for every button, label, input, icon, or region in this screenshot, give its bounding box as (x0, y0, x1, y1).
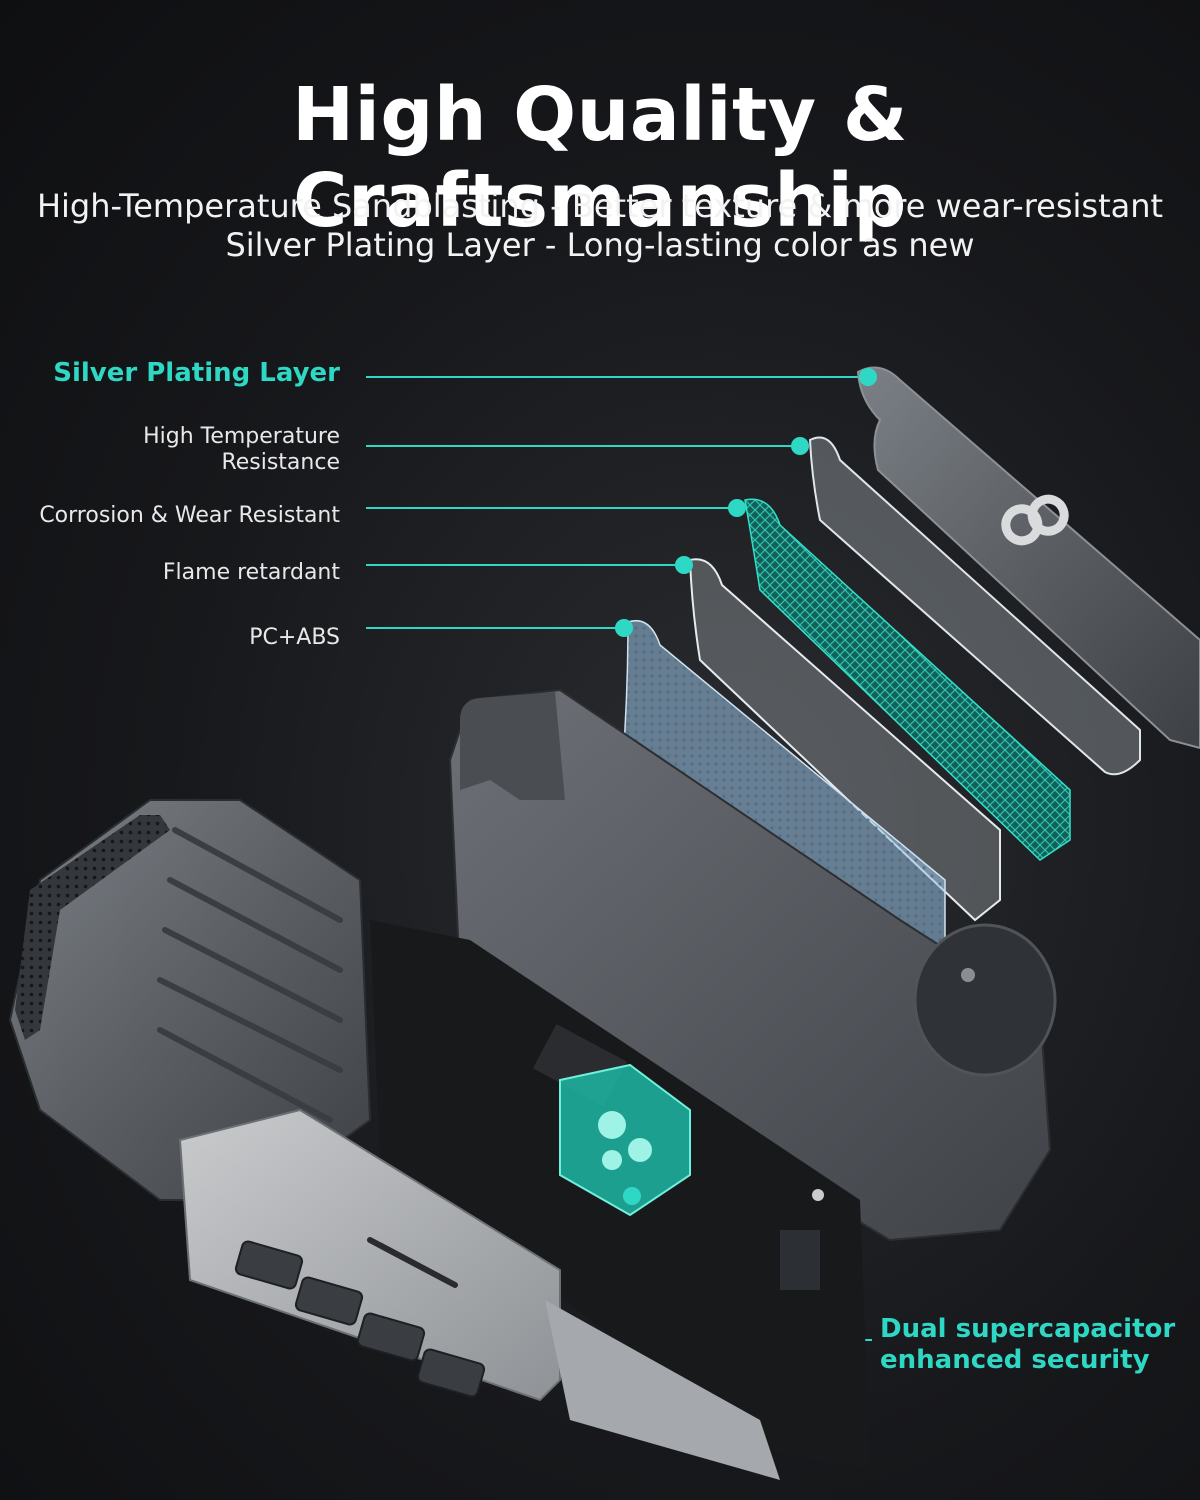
layer-silver-plating-shell (856, 366, 1200, 750)
control-button-2 (294, 1276, 364, 1326)
page-title: High Quality & Craftsmanship (292, 72, 908, 244)
subtitle-line-2: Silver Plating Layer - Long-lasting colo… (225, 226, 975, 264)
layer-label-silver-plating: Silver Plating Layer (53, 358, 340, 388)
mount-screw-icon (961, 968, 975, 982)
speaker-grille (15, 815, 170, 1040)
connector-dot-flame (675, 556, 693, 574)
internal-board (370, 920, 870, 1470)
sd-card-slot (367, 1237, 458, 1288)
layer-label-pc-abs: PC+ABS (249, 625, 340, 650)
rear-lens-housing (913, 923, 1057, 1077)
control-buttons (234, 1240, 486, 1398)
supercapacitor-component (559, 1063, 691, 1217)
camera-body (448, 688, 1057, 1242)
front-lens-module (8, 799, 372, 1201)
callout-line-1: Dual supercapacitor (880, 1314, 1176, 1344)
layer-flame-retardant (688, 558, 1001, 922)
layer-label-high-temperature-line2: Resistance (221, 450, 340, 475)
bottom-housing (178, 1108, 780, 1480)
layer-high-temperature (808, 436, 1141, 776)
subtitle-line-1: High-Temperature Sandblasting - Better t… (36, 187, 1164, 225)
layer-label-high-temperature-line1: High Temperature (143, 424, 340, 449)
callout-supercapacitor: Dual supercapacitor enhanced security (880, 1314, 1175, 1376)
layer-corrosion-mesh (744, 498, 1071, 861)
control-button-4 (416, 1348, 486, 1398)
layer-label-flame-retardant: Flame retardant (162, 560, 340, 585)
layer-label-corrosion: Corrosion & Wear Resistant (39, 503, 340, 528)
control-button-3 (356, 1312, 426, 1362)
connector-dots (615, 368, 877, 637)
layer-label-high-temperature: High Temperature Resistance (143, 424, 340, 476)
capacitor-pointer-dot (623, 1187, 641, 1205)
callout-line-2: enhanced security (880, 1345, 1150, 1375)
connector-dot-high-temp (791, 437, 809, 455)
connector-dot-corrosion (728, 499, 746, 517)
connector-dot-pcabs (615, 619, 633, 637)
control-button-1 (234, 1240, 304, 1290)
brand-logo-icon (1001, 494, 1069, 546)
connector-dot-silver (859, 368, 877, 386)
